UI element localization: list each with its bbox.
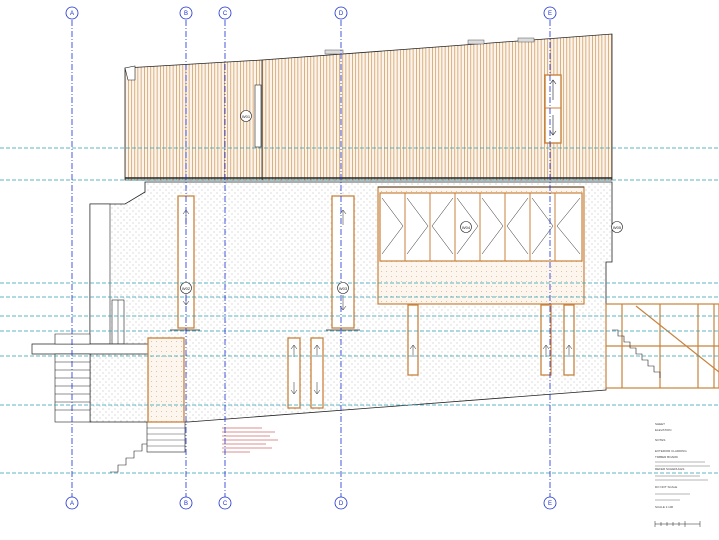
grid-bubble-D-bottom: D xyxy=(334,496,348,510)
svg-text:TIMBER BOARD: TIMBER BOARD xyxy=(655,455,679,459)
window-box xyxy=(377,186,585,305)
scale-bar xyxy=(654,521,701,527)
upper-cladding xyxy=(124,33,613,181)
svg-text:DO NOT SCALE: DO NOT SCALE xyxy=(655,485,677,489)
svg-text:W03: W03 xyxy=(339,286,348,291)
grid-bubble-A-top: A xyxy=(65,6,79,20)
grid-bubble-C-top: C xyxy=(218,6,232,20)
svg-text:W04: W04 xyxy=(462,225,471,230)
svg-text:B: B xyxy=(184,11,188,17)
svg-text:B: B xyxy=(184,501,188,507)
window-tag-5: W05 xyxy=(611,221,623,233)
title-block: SHEET ELEVATION NOTES EXTERIOR CLADDING … xyxy=(654,422,710,527)
svg-text:NOTES: NOTES xyxy=(655,438,665,442)
svg-text:E: E xyxy=(548,501,552,507)
stair-left xyxy=(54,353,186,473)
window-tag-1: W01 xyxy=(240,110,252,122)
svg-text:EXTERIOR CLADDING: EXTERIOR CLADDING xyxy=(655,449,687,453)
window-tag-2: W02 xyxy=(180,282,192,294)
grid-bubble-C-bottom: C xyxy=(218,496,232,510)
window-tag-4: W04 xyxy=(460,221,472,233)
svg-text:A: A xyxy=(70,11,74,17)
svg-text:D: D xyxy=(339,11,344,17)
svg-text:C: C xyxy=(223,11,228,17)
grid-bubble-B-top: B xyxy=(179,6,193,20)
window-tag-3: W03 xyxy=(337,282,349,294)
svg-text:W02: W02 xyxy=(182,286,191,291)
svg-text:W05: W05 xyxy=(613,225,622,230)
grid-bubble-E-bottom: E xyxy=(543,496,557,510)
grid-bubble-D-top: D xyxy=(334,6,348,20)
svg-text:W01: W01 xyxy=(242,114,251,119)
grid-bubble-A-bottom: A xyxy=(65,496,79,510)
side-stair-frame xyxy=(605,303,719,389)
upper-window xyxy=(544,74,562,144)
svg-text:E: E xyxy=(548,11,552,17)
svg-text:SCALE 1:100: SCALE 1:100 xyxy=(655,505,674,509)
grid-bubble-E-top: E xyxy=(543,6,557,20)
svg-text:ELEVATION: ELEVATION xyxy=(655,428,671,432)
svg-text:SHEET: SHEET xyxy=(655,422,665,426)
svg-text:A: A xyxy=(70,501,74,507)
grid-lines xyxy=(71,20,551,497)
svg-text:D: D xyxy=(339,501,344,507)
grid-bubble-B-bottom: B xyxy=(179,496,193,510)
svg-text:REFER SCHEDULES: REFER SCHEDULES xyxy=(655,467,684,471)
red-annotation xyxy=(222,427,278,453)
svg-text:C: C xyxy=(223,501,228,507)
